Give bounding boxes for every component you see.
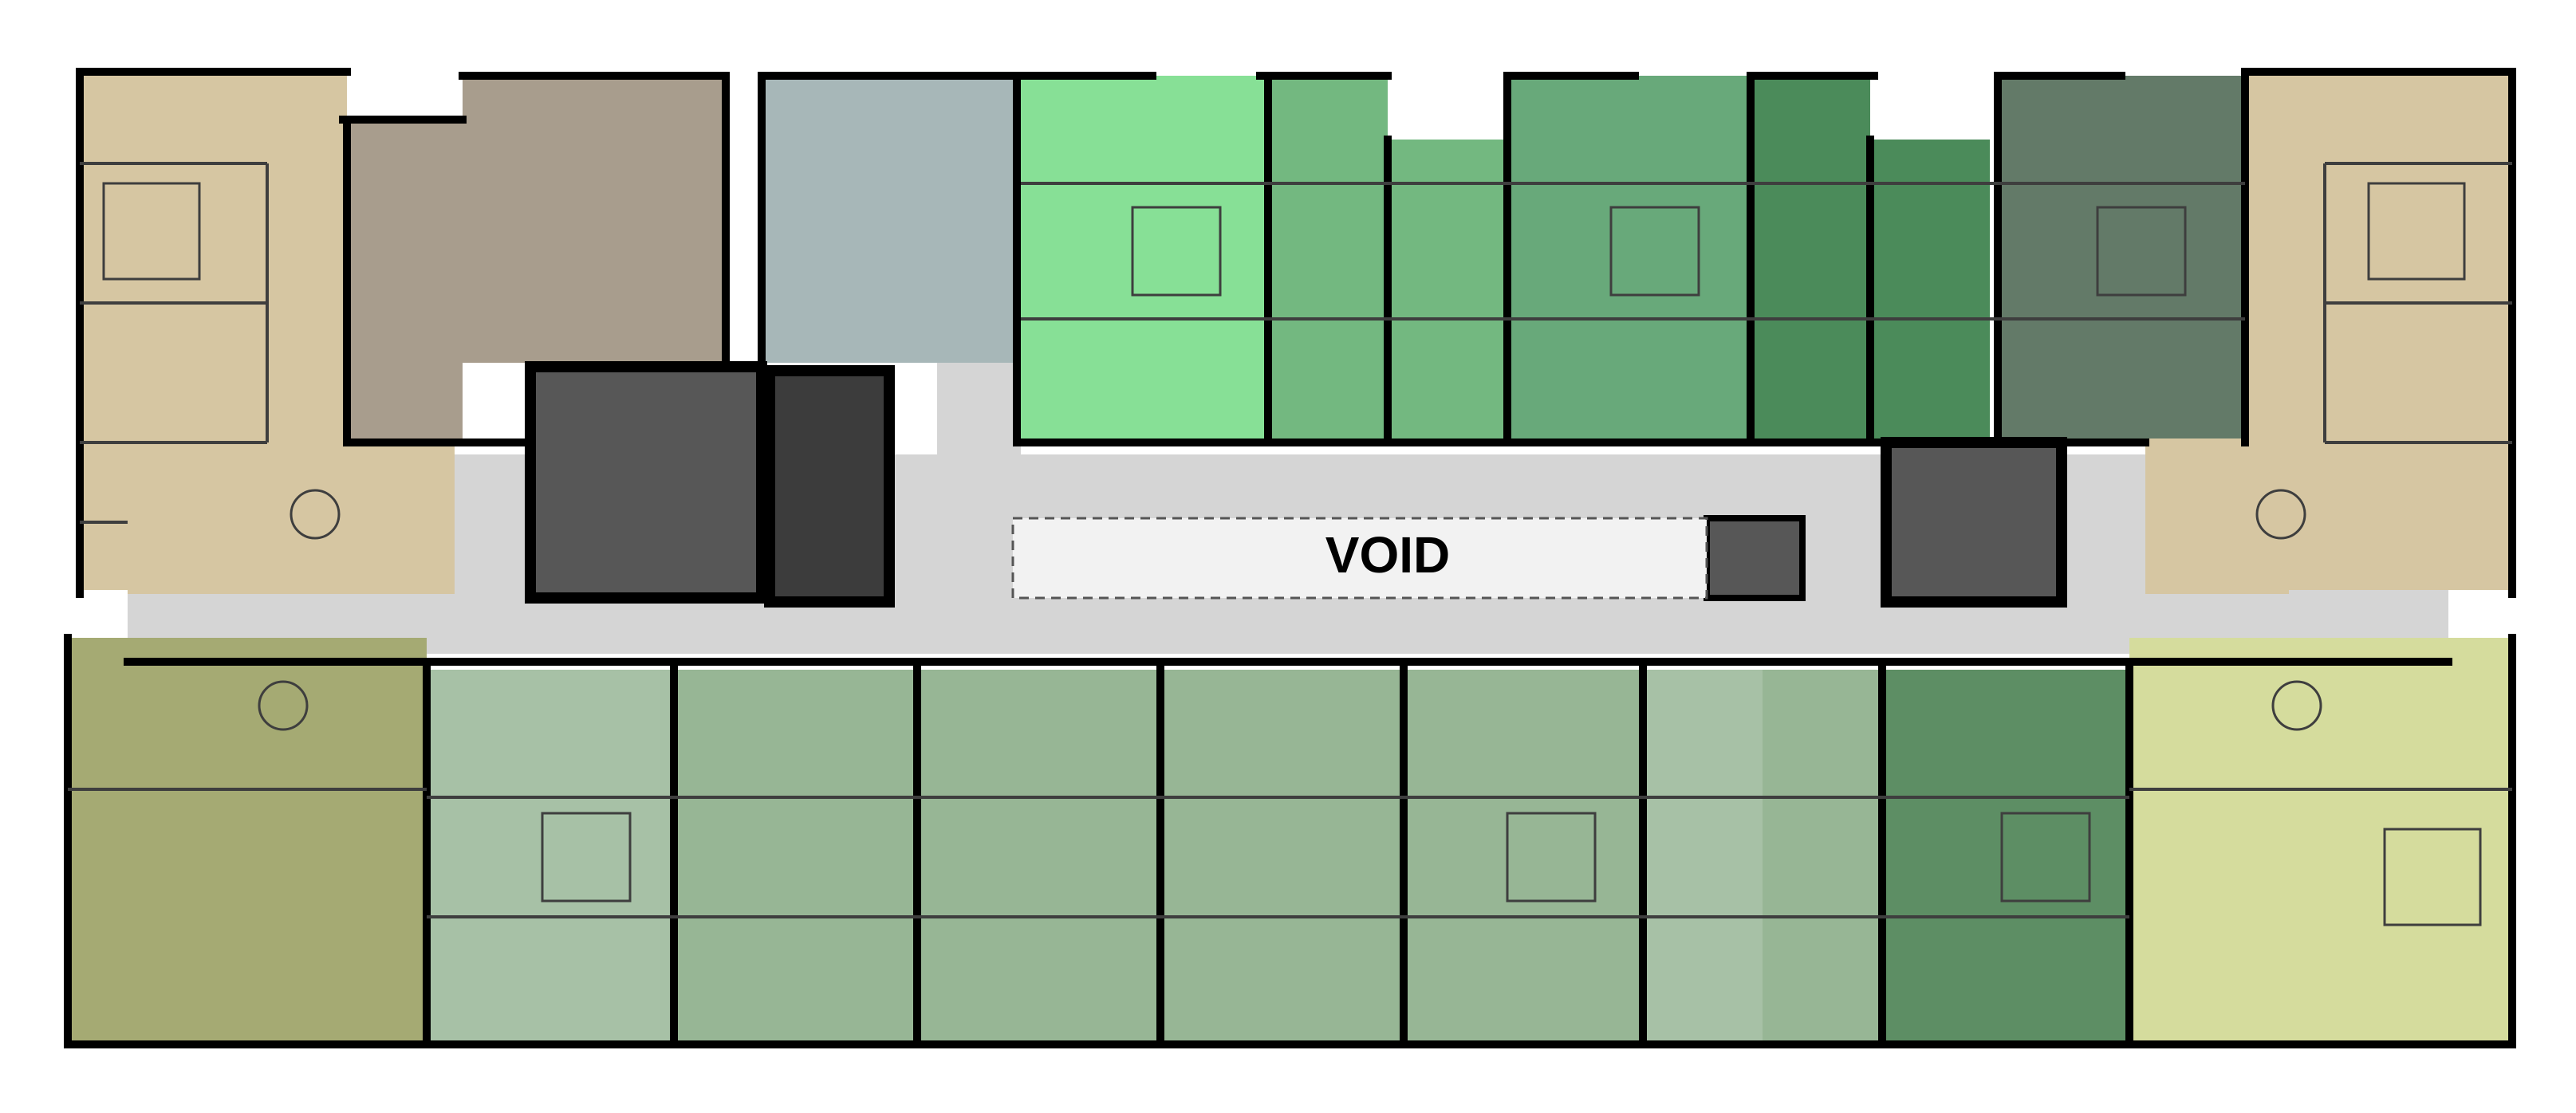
unit-north-studio-6 [1870, 140, 1990, 442]
unit-north-studio-5 [1751, 76, 1870, 442]
stair-core-east [1881, 437, 2067, 608]
bed-south-studio-1 [541, 812, 632, 903]
dining-table-sw [258, 680, 309, 731]
partitions-ne [2323, 162, 2512, 444]
void: VOID [1011, 517, 1708, 600]
bed-se-corner [2383, 828, 2482, 926]
unit-south-studio-2 [674, 670, 917, 1044]
unit-north-studio-1 [1021, 76, 1268, 442]
wall-west [64, 68, 84, 1048]
unit-ne-corner [2245, 72, 2512, 590]
walls [64, 68, 2516, 1048]
unit-north-studio-4 [1507, 76, 1747, 442]
bed-ne [2367, 182, 2466, 281]
wall-corridor-north [343, 367, 2149, 450]
unit-north-blue [762, 76, 1017, 363]
wall-north-partitions [343, 68, 2249, 446]
wall-south-partitions [423, 658, 2133, 1048]
bed-north-studio-1 [1131, 206, 1222, 297]
dining-table-nw [290, 489, 341, 540]
unit-north-studio-2 [1268, 76, 1388, 442]
south-units [68, 638, 2512, 1044]
void-area [1011, 517, 1708, 600]
dining-table-se [2271, 680, 2322, 731]
partitions-north-studios [1021, 182, 2245, 321]
bed-nw [102, 182, 201, 281]
dining-table-ne [2255, 489, 2306, 540]
unit-south-studio-9 [1882, 670, 2129, 1044]
interior-partitions [68, 162, 2512, 918]
unit-north-2br-main [463, 76, 726, 363]
wall-north-west [76, 68, 1021, 124]
north-units [80, 72, 2512, 594]
service-cores [525, 361, 2067, 608]
unit-north-2br [343, 120, 463, 439]
partitions-south [68, 788, 2512, 918]
unit-south-studio-3 [917, 670, 1160, 1044]
bed-north-studio-7 [2096, 206, 2187, 297]
unit-south-studio-7 [1643, 670, 1763, 1044]
bed-south-studio-5 [1506, 812, 1597, 903]
unit-ne-corner-living [2145, 439, 2289, 594]
lift-lobby-west [764, 365, 895, 608]
unit-sw-corner [68, 638, 427, 1044]
void-label: VOID [1325, 526, 1450, 584]
unit-south-studio-1 [427, 670, 674, 1044]
partitions-nw [80, 162, 269, 524]
unit-south-studio-5 [1404, 670, 1643, 1044]
unit-north-studio-3 [1388, 140, 1507, 442]
furniture [102, 182, 2482, 926]
unit-north-studio-7 [1998, 76, 2245, 442]
unit-south-studio-8 [1763, 670, 1882, 1044]
unit-south-studio-4 [1160, 670, 1404, 1044]
bed-south-studio-9 [2000, 812, 2091, 903]
service-shaft [1704, 515, 1806, 601]
stair-core-west [525, 361, 767, 604]
bed-north-studio-4 [1609, 206, 1700, 297]
